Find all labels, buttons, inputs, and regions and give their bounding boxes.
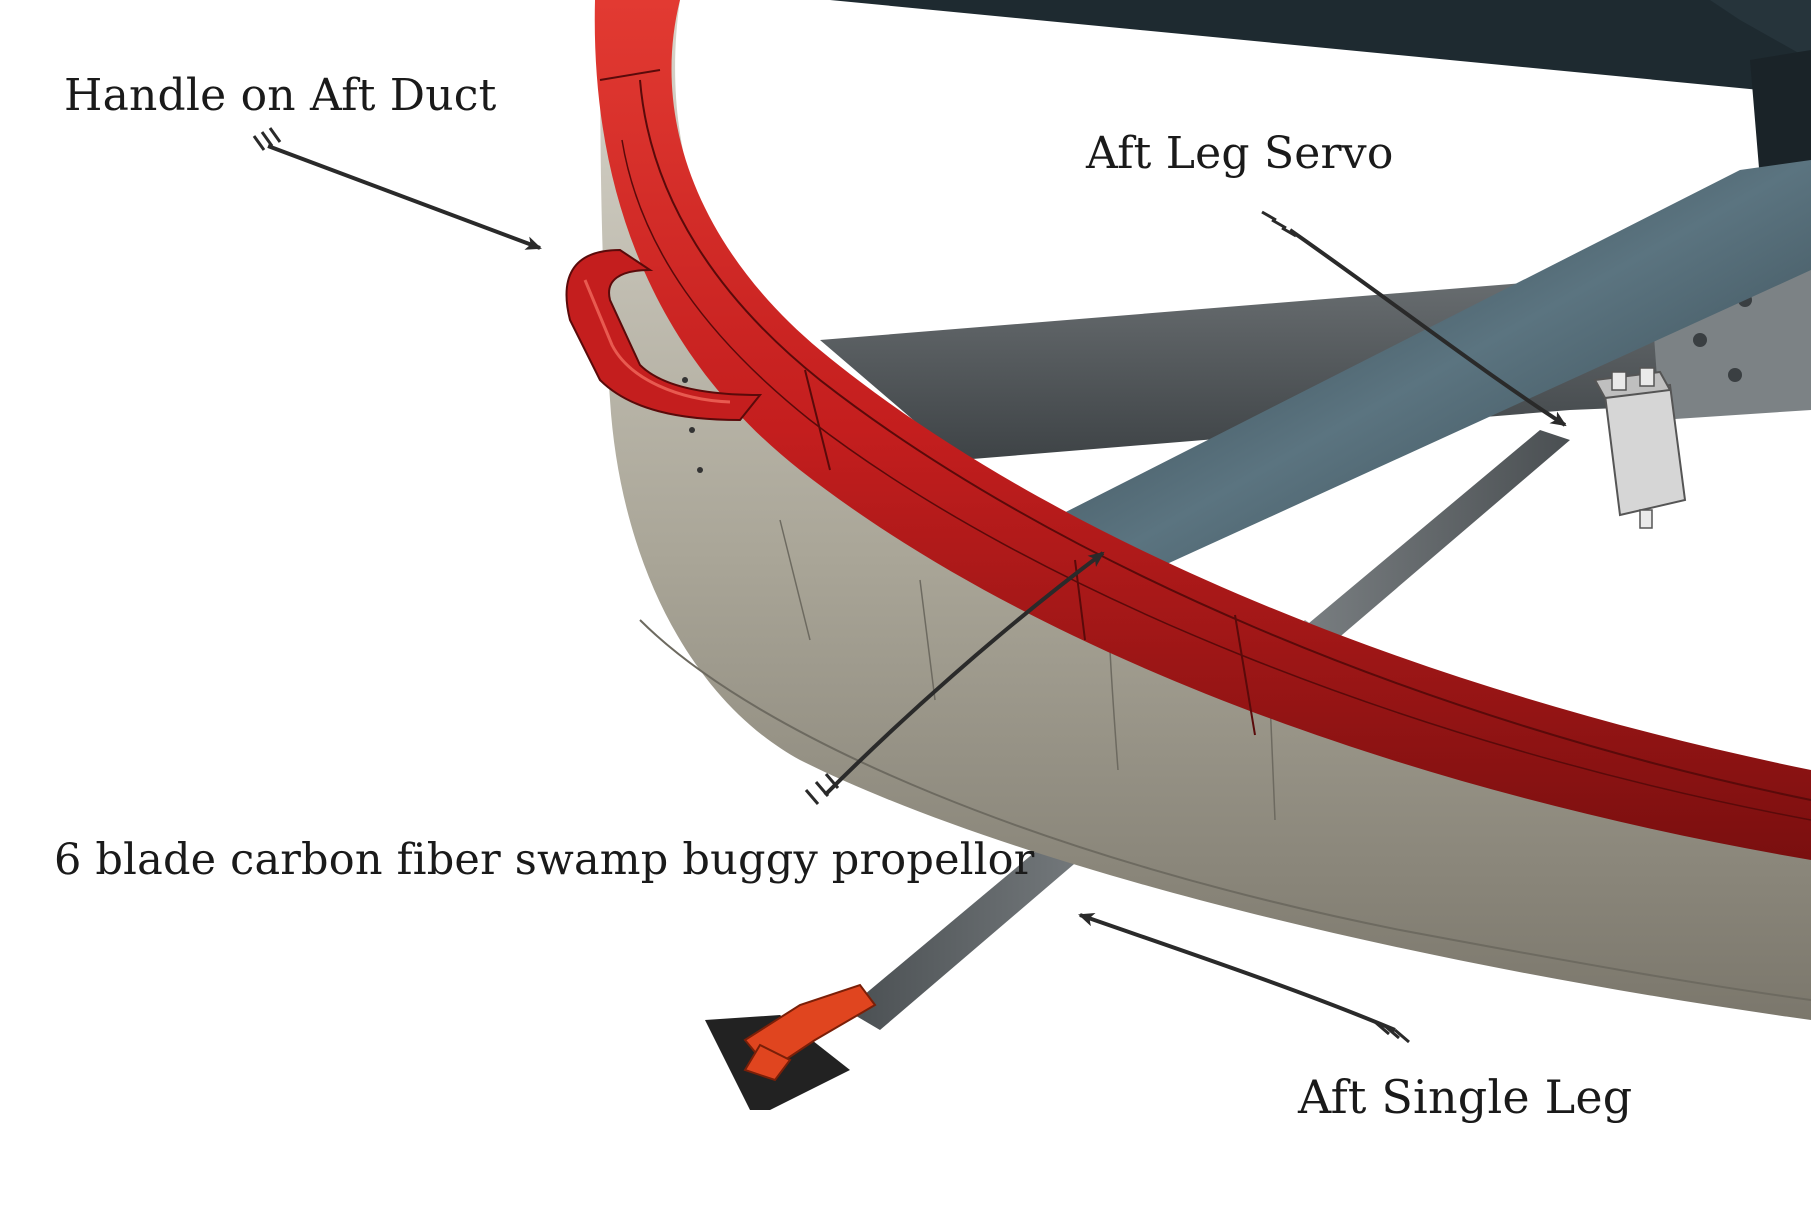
- arrow-handle: [267, 144, 542, 250]
- callout-handle-label: Handle on Aft Duct: [64, 70, 497, 121]
- duct-handle: [565, 248, 763, 422]
- callout-leg-label: Aft Single Leg: [1298, 1070, 1633, 1124]
- arrow-leg: [1078, 913, 1396, 1032]
- aft-leg-foot: [705, 983, 877, 1110]
- duct-rim: [594, 0, 1811, 860]
- callout-propeller-label: 6 blade carbon fiber swamp buggy propell…: [54, 835, 1035, 885]
- aft-leg-servo: [1593, 367, 1687, 529]
- callout-arrows: [252, 127, 1567, 1044]
- frame-boom: [1050, 160, 1811, 590]
- arrow-servo: [1288, 228, 1567, 427]
- arrow-propeller: [823, 551, 1105, 797]
- callout-servo-label: Aft Leg Servo: [1086, 128, 1394, 179]
